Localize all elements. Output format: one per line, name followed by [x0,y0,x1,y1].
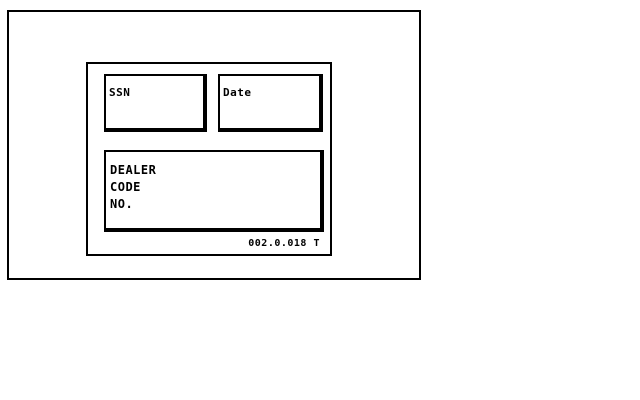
dealer-label-line-1: DEALER [110,163,157,177]
dealer-label-line-2: CODE [110,180,141,194]
form-code: 002.0.018 T [248,238,320,249]
date-label: Date [223,86,252,99]
date-box: Date [218,74,323,132]
ssn-label: SSN [109,86,131,99]
dealer-label-line-3: NO. [110,197,134,211]
ssn-box: SSN [104,74,207,132]
form-card: SSN Date DEALER CODE NO. 002.0.018 T [86,62,332,256]
diagram-frame: SSN Date DEALER CODE NO. 002.0.018 T [7,10,421,280]
dealer-code-label: DEALER CODE NO. [110,162,156,213]
dealer-code-box: DEALER CODE NO. [104,150,324,232]
